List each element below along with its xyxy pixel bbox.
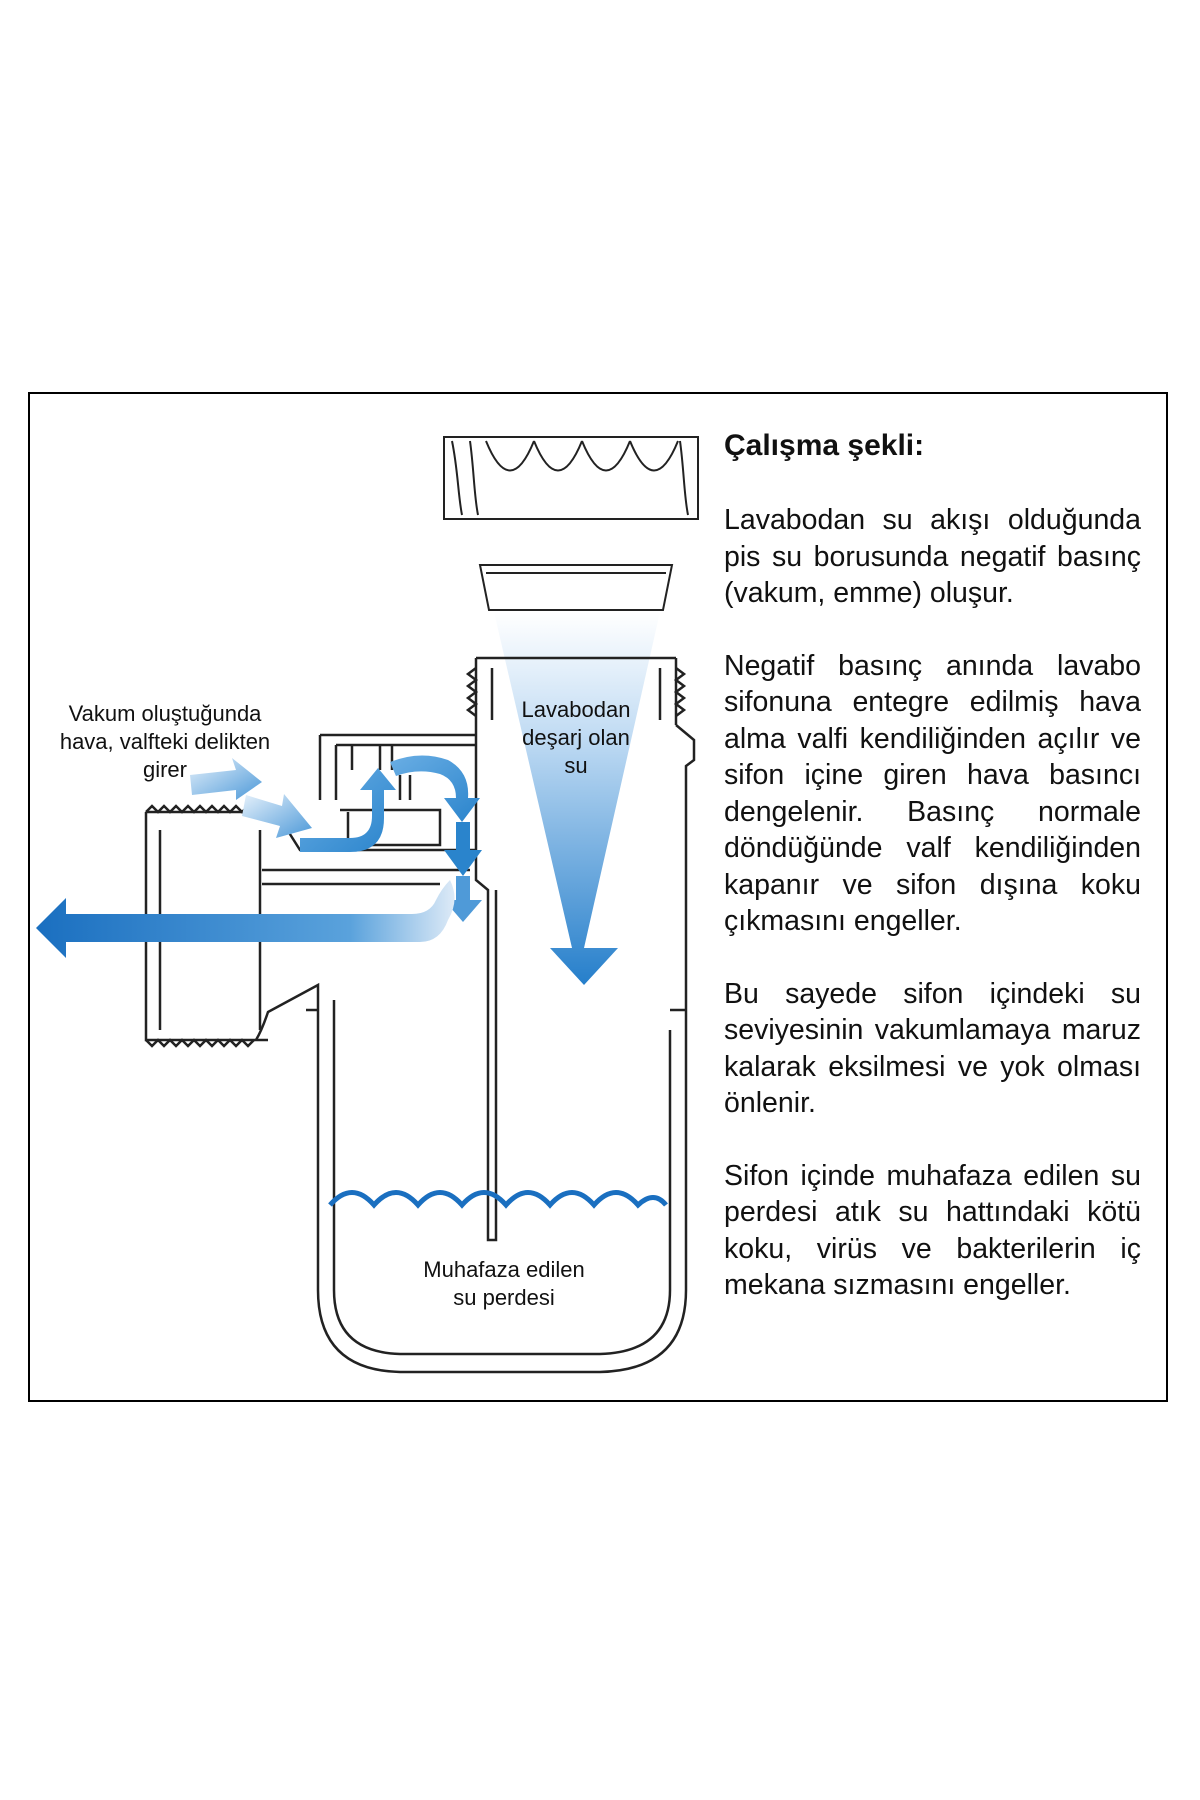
funnel-insert	[478, 564, 674, 611]
water-level-line	[328, 1190, 668, 1209]
siphon-body	[144, 656, 696, 1374]
water-seal-label-line-1: Muhafaza edilen	[423, 1257, 585, 1282]
water-seal-label-line-2: su perdesi	[453, 1285, 555, 1310]
top-nut	[443, 436, 699, 520]
discharge-label: Lavabodan deşarj olan su	[508, 696, 644, 780]
discharge-cone	[494, 612, 660, 985]
air-inlet-label-line-1: Vakum oluştuğunda	[68, 701, 262, 726]
air-inlet-label: Vakum oluştuğunda hava, valfteki delikte…	[40, 700, 290, 784]
water-seal-label: Muhafaza edilen su perdesi	[394, 1256, 614, 1312]
air-inlet-arrows	[190, 755, 482, 922]
discharge-label-line-2: deşarj olan	[522, 725, 630, 750]
paragraph-3: Bu sayede sifon içindeki su seviyesinin …	[724, 977, 1141, 1120]
diagram-frame	[28, 392, 1168, 1402]
paragraph-1: Lavabodan su akışı olduğunda pis su boru…	[724, 504, 1141, 609]
air-inlet-label-line-3: girer	[142, 757, 187, 782]
paragraph-2: Negatif basınç anında lavabo sifonuna en…	[724, 649, 1141, 938]
paragraph-4: Sifon içinde muhafaza edilen su perdesi …	[724, 1159, 1141, 1302]
discharge-label-line-1: Lavabodan	[521, 697, 631, 722]
discharge-label-line-3: su	[564, 753, 588, 778]
panel-heading: Çalışma şekli:	[724, 429, 925, 462]
outlet-arrow	[36, 880, 455, 958]
description-panel: Çalışma şekli: Lavabodan su akışı olduğu…	[724, 428, 1141, 1340]
air-inlet-label-line-2: hava, valfteki delikten	[59, 729, 271, 754]
